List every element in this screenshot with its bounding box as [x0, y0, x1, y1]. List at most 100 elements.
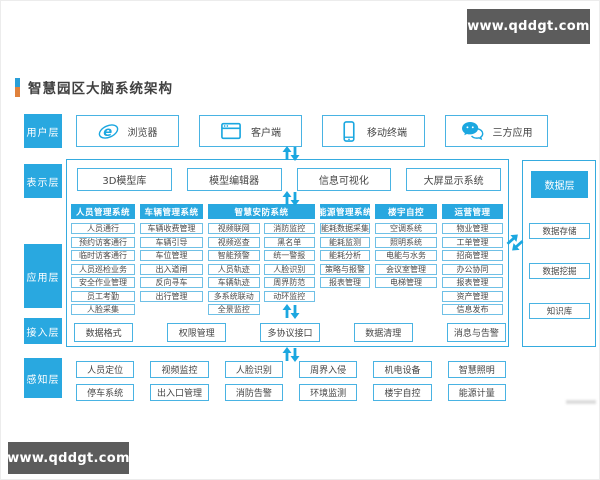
user-layer-row: e 浏览器 客户端 移动终端 三	[76, 115, 548, 147]
access-item: 权限管理	[167, 323, 227, 342]
app-item: 车辆引导	[140, 236, 203, 248]
client-window-icon	[221, 122, 241, 140]
app-item: 多系统联动	[208, 290, 260, 302]
app-item: 电梯管理	[375, 277, 437, 288]
app-item: 电能与水务	[375, 250, 437, 261]
app-item: 办公协同	[442, 263, 503, 275]
system-header: 车辆管理系统	[140, 204, 203, 219]
chat-bubbles-icon	[461, 121, 483, 141]
data-item: 数据挖掘	[529, 263, 590, 279]
system-items: 人员通行预约访客通行临时访客通行人员巡检业务安全作业管理员工考勤人脸采集	[71, 223, 135, 318]
system-header: 智慧安防系统	[208, 204, 315, 219]
updown-arrow-icon	[282, 146, 300, 161]
ie-browser-icon: e	[98, 123, 118, 139]
app-item: 预约访客通行	[71, 236, 135, 248]
app-item: 动环监控	[263, 290, 315, 302]
app-item: 策略与报警	[320, 263, 370, 275]
perception-item: 楼宇自控	[373, 384, 432, 401]
app-item: 人脸采集	[71, 304, 135, 315]
access-item: 数据格式	[74, 323, 134, 342]
app-item: 周界防范	[263, 277, 315, 288]
layer-label-user: 用户层	[24, 114, 62, 148]
app-item: 能耗监测	[320, 236, 370, 248]
data-item: 知识库	[529, 303, 590, 319]
presentation-item: 3D模型库	[77, 168, 172, 191]
layer-label-perception: 感知层	[24, 358, 62, 398]
perception-item: 消防告警	[224, 384, 283, 401]
security-subcol-right: 消防监控黑名单统一警报人脸识别周界防范动环监控	[263, 223, 315, 318]
watermark-bottom-left: www.qddgt.com	[7, 442, 130, 474]
data-layer-box: 数据层 数据存储数据挖掘知识库	[522, 160, 596, 347]
perception-item: 人脸识别	[224, 361, 283, 378]
app-item: 安全作业管理	[71, 277, 135, 288]
presentation-item: 信息可视化	[296, 168, 392, 191]
layer-label-application: 应用层	[24, 244, 62, 308]
app-item: 物业管理	[442, 223, 503, 234]
system-items: 物业管理工单管理招商管理办公协同报表管理资产管理信息发布	[442, 223, 503, 318]
app-item: 工单管理	[442, 236, 503, 248]
app-item: 车辆收费管理	[140, 223, 203, 234]
app-item: 报表管理	[320, 277, 370, 288]
system-header: 能源管理系统	[318, 204, 372, 219]
system-items: 能耗数据采集能耗监测能耗分析策略与报警报表管理	[320, 223, 370, 291]
security-subcolumns: 视频联网视频巡查智能预警人员轨迹车辆轨迹多系统联动全景监控 消防监控黑名单统一警…	[208, 223, 315, 318]
app-item: 临时访客通行	[71, 250, 135, 261]
perception-item: 机电设备	[373, 361, 432, 378]
app-item: 视频巡查	[208, 236, 260, 248]
app-item: 视频联网	[208, 223, 260, 234]
app-item: 出行管理	[140, 290, 203, 302]
app-item: 员工考勤	[71, 290, 135, 302]
app-system-security: 智慧安防系统 视频联网视频巡查智能预警人员轨迹车辆轨迹多系统联动全景监控 消防监…	[208, 204, 315, 318]
app-item: 全景监控	[208, 304, 260, 315]
security-subcol-left: 视频联网视频巡查智能预警人员轨迹车辆轨迹多系统联动全景监控	[208, 223, 260, 318]
app-item: 资产管理	[442, 290, 503, 302]
app-item: 能耗分析	[320, 250, 370, 261]
app-item: 照明系统	[375, 236, 437, 248]
faint-watermark	[566, 400, 596, 404]
app-item: 人员轨迹	[208, 263, 260, 275]
perception-layer-row-1: 人员定位视频监控人脸识别周界入侵机电设备智慧照明	[76, 361, 506, 378]
app-item: 能耗数据采集	[320, 223, 370, 234]
layer-label-access: 接入层	[24, 318, 62, 344]
user-item-thirdparty: 三方应用	[445, 115, 548, 147]
system-items: 空调系统照明系统电能与水务会议室管理电梯管理	[375, 223, 437, 291]
app-item: 招商管理	[442, 250, 503, 261]
diagonal-arrow-icon	[506, 234, 524, 251]
perception-item: 周界入侵	[298, 361, 358, 378]
presentation-layer-row: 3D模型库模型编辑器信息可视化大屏显示系统	[77, 168, 501, 191]
app-item: 空调系统	[375, 223, 437, 234]
system-header: 运营管理	[442, 204, 503, 219]
updown-arrow-icon	[282, 191, 300, 206]
perception-item: 出入口管理	[150, 384, 209, 401]
system-header: 人员管理系统	[71, 204, 135, 219]
perception-item: 人员定位	[76, 361, 135, 378]
svg-text:e: e	[103, 124, 112, 139]
user-item-label: 浏览器	[127, 127, 158, 139]
user-item-mobile: 移动终端	[322, 115, 425, 147]
title-tick-icon	[15, 77, 20, 97]
updown-arrow-icon	[282, 347, 300, 362]
mobile-phone-icon	[343, 120, 355, 142]
app-item: 黑名单	[263, 236, 315, 248]
data-item: 数据存储	[529, 223, 590, 239]
app-item: 人员通行	[71, 223, 135, 234]
app-item: 车辆轨迹	[208, 277, 260, 288]
access-layer-row: 数据格式权限管理多协议接口数据清理消息与告警	[74, 323, 507, 342]
perception-layer-row-2: 停车系统出入口管理消防告警环境监测楼宇自控能源计量	[76, 384, 506, 401]
app-system-energy: 能源管理系统 能耗数据采集能耗监测能耗分析策略与报警报表管理	[318, 204, 372, 291]
user-item-client: 客户端	[199, 115, 302, 147]
app-item: 反向寻车	[140, 277, 203, 288]
data-layer-items: 数据存储数据挖掘知识库	[529, 223, 590, 343]
app-item: 人脸识别	[263, 263, 315, 275]
user-item-label: 三方应用	[492, 127, 533, 139]
app-system-personnel: 人员管理系统 人员通行预约访客通行临时访客通行人员巡检业务安全作业管理员工考勤人…	[71, 204, 135, 318]
app-system-building: 楼宇自控 空调系统照明系统电能与水务会议室管理电梯管理	[375, 204, 437, 291]
app-item: 车位管理	[140, 250, 203, 261]
user-item-label: 客户端	[251, 127, 281, 139]
presentation-item: 模型编辑器	[186, 168, 282, 191]
page-title: 智慧园区大脑系统架构	[28, 81, 173, 97]
updown-arrow-icon	[282, 304, 300, 319]
presentation-item: 大屏显示系统	[406, 168, 501, 191]
app-item: 消防监控	[263, 223, 315, 234]
